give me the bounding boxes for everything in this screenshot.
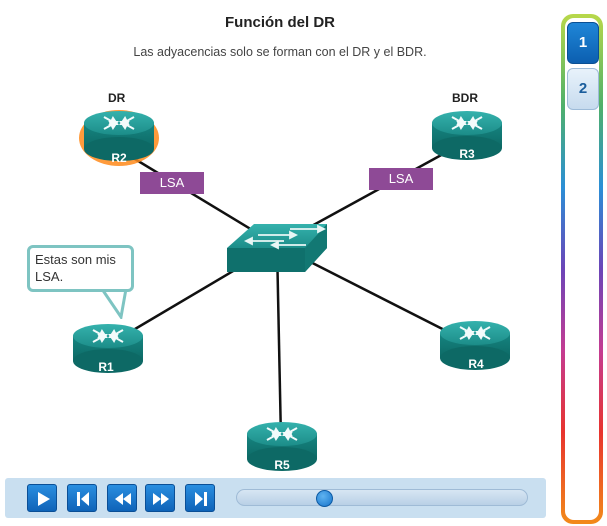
skip-to-end-button[interactable] [185, 484, 215, 512]
fast-forward-button[interactable] [145, 484, 175, 512]
skip-to-start-button[interactable] [67, 484, 97, 512]
dr-label: DR [108, 91, 126, 105]
play-icon [38, 492, 50, 506]
page-subtitle: Las adyacencias solo se forman con el DR… [133, 45, 427, 59]
play-button[interactable] [27, 484, 57, 512]
playback-controls [5, 478, 546, 518]
progress-knob[interactable] [315, 490, 333, 507]
router-r1 [73, 324, 143, 373]
router-r5 [247, 422, 317, 471]
link-r5-switch [275, 244, 283, 441]
lsa-tag-left: LSA [140, 172, 204, 194]
page-title: Función del DR [225, 14, 335, 31]
router-label-r4: R4 [468, 357, 484, 371]
tab-step-1[interactable]: 1 [567, 22, 599, 64]
router-arrows-icon [451, 116, 483, 130]
switch-icon [227, 224, 327, 272]
router-arrows-icon [92, 329, 124, 343]
router-label-r3: R3 [459, 147, 475, 161]
network-diagram: R2 R3 R1 R4 R5 [73, 110, 510, 472]
router-label-r5: R5 [274, 458, 290, 472]
skip-to-end-icon [195, 492, 207, 506]
speech-bubble: Estas son mis LSA. [27, 245, 134, 292]
router-label-r2: R2 [111, 151, 127, 165]
tab-step-2[interactable]: 2 [567, 68, 599, 110]
rewind-icon [115, 493, 131, 505]
lsa-tag-right: LSA [369, 168, 433, 190]
rewind-button[interactable] [107, 484, 137, 512]
router-arrows-icon [103, 116, 135, 130]
router-label-r1: R1 [98, 360, 114, 374]
router-r2 [79, 110, 159, 166]
progress-track[interactable] [236, 489, 528, 506]
bdr-label: BDR [452, 91, 478, 105]
router-arrows-icon [459, 326, 491, 340]
router-arrows-icon [266, 427, 298, 441]
callout-tail [101, 289, 127, 319]
router-r3 [432, 111, 502, 160]
router-r4 [440, 321, 510, 370]
skip-to-start-icon [77, 492, 89, 506]
fast-forward-icon [153, 493, 169, 505]
step-tabs-panel: 1 2 [561, 14, 603, 524]
